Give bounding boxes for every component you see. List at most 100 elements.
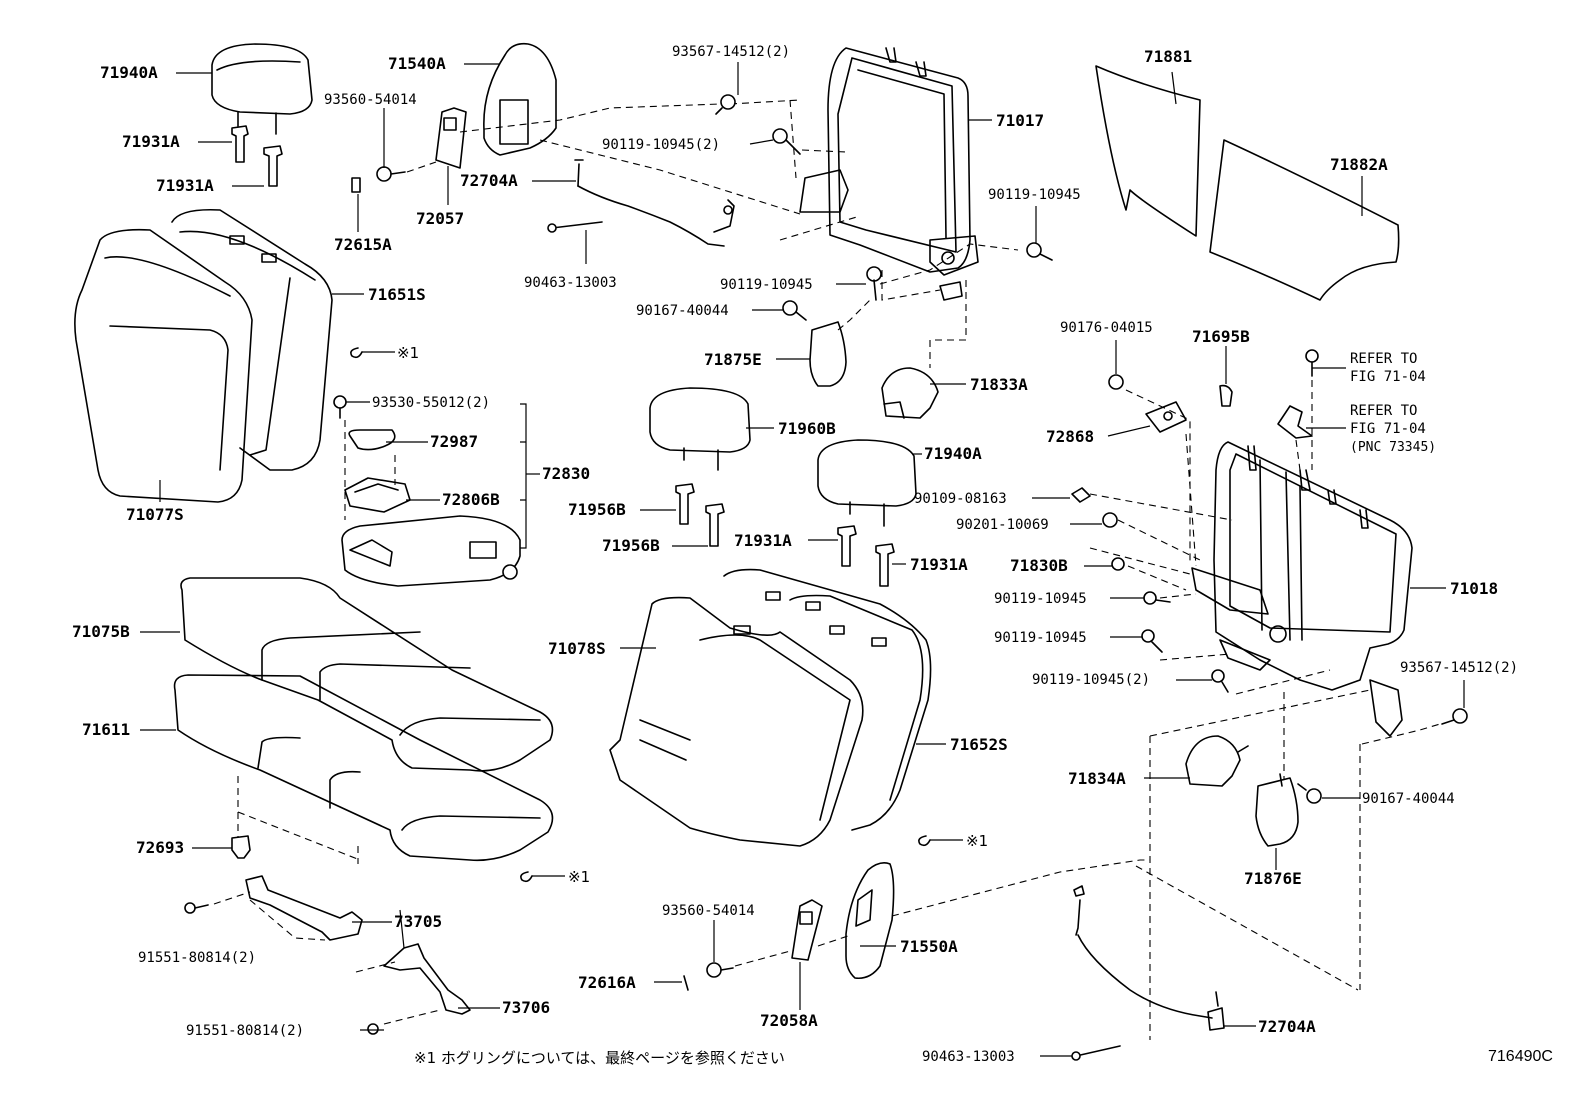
hinge-cover-71875E <box>809 321 847 387</box>
callout-90119-10945-a: 90119-10945 <box>988 187 1081 203</box>
callout-72693: 72693 <box>136 838 184 857</box>
seatback-71077S <box>74 228 253 503</box>
callout-71875E: 71875E <box>704 350 762 369</box>
callout-93560-54014-bottom: 93560-54014 <box>662 903 755 919</box>
figure-id: 716490C <box>1488 1048 1553 1065</box>
callout-93530-55012: 93530-55012(2) <box>372 395 490 411</box>
callout-73705: 73705 <box>394 912 442 931</box>
bolt-93567-14512-top <box>715 94 736 115</box>
callout-90167-40044-b: 90167-40044 <box>1362 791 1455 807</box>
callout-90109-08163: 90109-08163 <box>914 491 1007 507</box>
bracket-73705 <box>184 875 363 941</box>
bolts-90119-10945-right <box>1141 591 1229 693</box>
callout-93567-14512-right: 93567-14512(2) <box>1400 660 1518 676</box>
bolt-90119-10945-right <box>1026 242 1053 261</box>
clip-72693 <box>231 835 251 859</box>
callout-90119-10945-2-b: 90119-10945(2) <box>1032 672 1150 688</box>
callout-72057: 72057 <box>416 209 464 228</box>
callout-73706: 73706 <box>502 998 550 1017</box>
callout-72987: 72987 <box>430 432 478 451</box>
bracket-72868 <box>1145 401 1187 433</box>
callout-90119-10945-b: 90119-10945 <box>720 277 813 293</box>
hinge-cover-71834A <box>1185 735 1249 787</box>
refer-fig-71-04-b-line2: FIG 71-04 <box>1350 421 1426 437</box>
seat-cushion-frame-71611 <box>173 674 554 862</box>
callout-72704A-top: 72704A <box>460 171 518 190</box>
callout-90119-10945-c: 90119-10945 <box>994 591 1087 607</box>
hog-ring-ref-2 <box>520 871 565 883</box>
seatback-71652S <box>723 568 932 831</box>
callout-71931A-1: 71931A <box>122 132 180 151</box>
callout-71651S: 71651S <box>368 285 426 304</box>
callout-71695B: 71695B <box>1192 327 1250 346</box>
callout-72806B: 72806B <box>442 490 500 509</box>
bracket-73706 <box>367 943 471 1035</box>
panel-71882A <box>1209 139 1400 301</box>
callout-93567-14512-top: 93567-14512(2) <box>672 44 790 60</box>
bolt-refer-fig-71-04 <box>1305 349 1319 377</box>
callout-71077S: 71077S <box>126 505 184 524</box>
callout-71078S: 71078S <box>548 639 606 658</box>
callout-90176-04015: 90176-04015 <box>1060 320 1153 336</box>
bolt-90119-10945-2-top <box>772 128 801 155</box>
leader-lines <box>140 62 1465 1057</box>
callout-71018: 71018 <box>1450 579 1498 598</box>
refer-pnc-73345: (PNC 73345) <box>1350 440 1436 455</box>
refer-fig-71-04-b-line1: REFER TO <box>1350 403 1417 419</box>
hinge-cover-71876E <box>1255 773 1299 847</box>
hog-ring-mark-3: ※1 <box>966 832 988 850</box>
bushing-71830B <box>1111 557 1125 571</box>
hog-ring-mark-2: ※1 <box>568 868 590 886</box>
callout-71833A: 71833A <box>970 375 1028 394</box>
bezel-72058A <box>791 899 823 961</box>
callout-71876E: 71876E <box>1244 869 1302 888</box>
callout-71956B-2: 71956B <box>602 536 660 555</box>
callout-72868: 72868 <box>1046 427 1094 446</box>
callout-71882A: 71882A <box>1330 155 1388 174</box>
callout-72058A: 72058A <box>760 1011 818 1030</box>
hog-ring-mark-1: ※1 <box>397 344 419 362</box>
callout-71956B-1: 71956B <box>568 500 626 519</box>
callout-71540A: 71540A <box>388 54 446 73</box>
callout-71652S: 71652S <box>950 735 1008 754</box>
washer-90201-10069 <box>1102 512 1118 528</box>
callout-71931A-4: 71931A <box>910 555 968 574</box>
cup-holder-72806B <box>344 477 411 513</box>
cable-72704A-bottom <box>1073 885 1225 1031</box>
callout-90463-13003-bottom: 90463-13003 <box>922 1049 1015 1065</box>
pin-71695B <box>1219 384 1233 407</box>
callout-72616A: 72616A <box>578 973 636 992</box>
callout-71940A-top: 71940A <box>100 63 158 82</box>
nut-90167-40044-right <box>1297 783 1322 804</box>
screw-93530-55012 <box>333 395 347 419</box>
callout-72830: 72830 <box>542 464 590 483</box>
hinge-cover-71833A <box>881 367 939 419</box>
callout-72704A-bottom: 72704A <box>1258 1017 1316 1036</box>
callout-90119-10945-2-a: 90119-10945(2) <box>602 137 720 153</box>
seatback-frame-71017 <box>799 47 979 301</box>
rod-90463-13003-top <box>547 221 603 233</box>
callout-71931A-2: 71931A <box>156 176 214 195</box>
headrest-71940A-mid <box>817 439 917 527</box>
pin-72615A <box>351 177 361 193</box>
pin-72616A <box>683 975 689 991</box>
headrest-guide-71931A-mid <box>837 525 895 587</box>
seatback-71078S <box>609 596 864 847</box>
screw-93560-54014-top <box>376 166 406 182</box>
callout-91551-80814-a: 91551-80814(2) <box>138 950 256 966</box>
cover-71550A <box>845 862 895 980</box>
callout-90201-10069: 90201-10069 <box>956 517 1049 533</box>
panel-71881 <box>1095 65 1201 237</box>
nut-90167-40044-top <box>782 300 807 321</box>
hog-ring-footnote: ※1 ホグリングについては、最終ページを参照ください <box>414 1049 785 1067</box>
latch-pnc-73345 <box>1277 405 1313 439</box>
callout-93560-54014-top: 93560-54014 <box>324 92 417 108</box>
hog-ring-ref-1 <box>350 347 395 359</box>
callout-71017: 71017 <box>996 111 1044 130</box>
bushing-90109-08163 <box>1071 487 1091 503</box>
callout-72615A: 72615A <box>334 235 392 254</box>
seatback-71651S <box>171 208 333 471</box>
callout-71960B: 71960B <box>778 419 836 438</box>
bezel-72057 <box>435 107 467 169</box>
